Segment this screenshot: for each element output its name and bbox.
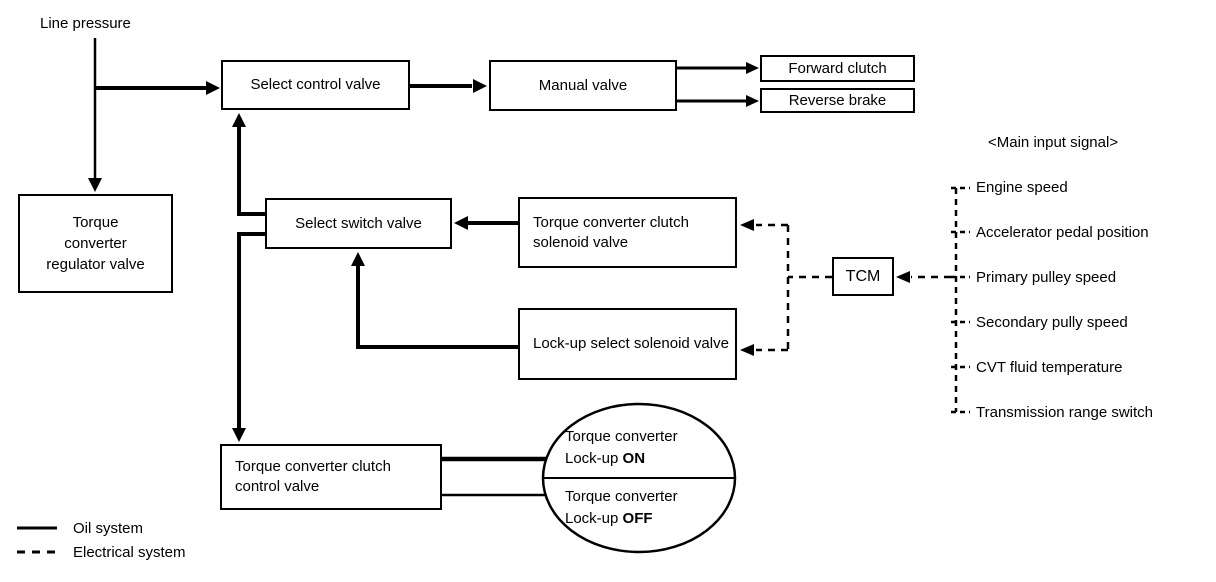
lockup-select-solenoid-valve-label: Lock-up select solenoid valve (533, 335, 729, 352)
arrowhead-down-tcc-control (232, 428, 246, 442)
legend-electrical-system: Electrical system (16, 540, 186, 564)
input-signal-transmission-range-switch: Transmission range switch (976, 404, 1154, 421)
arrowhead-down-regulator (88, 178, 102, 192)
lockup-on-line1: Torque converter (565, 428, 678, 445)
oil-line-switch-to-tcc-control (237, 232, 266, 429)
select-switch-valve-box: Select switch valve (265, 198, 452, 249)
arrowheads (88, 62, 910, 442)
lockup-off-state: OFF (622, 510, 653, 527)
oil-lines (93, 38, 746, 497)
legend-electrical-label: Electrical system (73, 543, 186, 561)
lockup-off-line1: Torque converter (565, 488, 678, 505)
reverse-brake-label: Reverse brake (788, 91, 887, 109)
manual-valve-box: Manual valve (489, 60, 677, 111)
input-signal-secondary-pully-speed: Secondary pully speed (976, 314, 1128, 331)
arrowhead-left-select-switch (454, 216, 468, 230)
legend-oil-system: Oil system (16, 516, 186, 540)
lockup-off-line2: Lock-up OFF (565, 510, 653, 527)
dashed-line-swatch (16, 549, 58, 555)
arrowhead-left-tcc-solenoid (740, 219, 754, 231)
torque-converter-regulator-valve-box: Torque converter regulator valve (18, 194, 173, 293)
torque-converter-clutch-solenoid-valve-box: Torque converter clutch solenoid valve (518, 197, 737, 268)
legend: Oil system Electrical system (16, 516, 186, 564)
line-pressure-label: Line pressure (40, 15, 131, 32)
oil-line-switch-to-control (237, 127, 266, 216)
manual-valve-label: Manual valve (538, 76, 628, 94)
lockup-on-line2: Lock-up ON (565, 450, 646, 467)
lockup-state-ellipse (541, 402, 737, 554)
reverse-brake-box: Reverse brake (760, 88, 915, 113)
torque-converter-clutch-solenoid-valve-label: Torque converter clutch solenoid valve (533, 213, 689, 251)
select-control-valve-box: Select control valve (221, 60, 410, 110)
solid-line-swatch (16, 525, 58, 531)
forward-clutch-label: Forward clutch (788, 59, 887, 77)
tcm-label: TCM (845, 267, 881, 285)
main-input-signal-title: <Main input signal> (988, 134, 1119, 151)
lockup-select-solenoid-valve-box: Lock-up select solenoid valve (518, 308, 737, 380)
arrowhead-left-lockup-solenoid (740, 344, 754, 356)
arrowhead-right-select-control (206, 81, 220, 95)
lockup-on-state: ON (622, 450, 646, 467)
select-switch-valve-label: Select switch valve (295, 214, 422, 232)
forward-clutch-box: Forward clutch (760, 55, 915, 82)
arrowhead-right-reverse-brake (746, 95, 759, 107)
arrowhead-up-select-switch (351, 252, 365, 266)
torque-converter-clutch-control-valve-box: Torque converter clutch control valve (220, 444, 442, 510)
electrical-lines (756, 186, 970, 414)
arrowhead-up-select-control (232, 113, 246, 127)
input-signal-engine-speed: Engine speed (976, 179, 1068, 196)
oil-line-lockup-to-switch (356, 266, 518, 349)
arrowhead-right-forward-clutch (746, 62, 759, 74)
lockup-on-text: Torque converter Lock-up ON (565, 426, 678, 470)
lockup-off-text: Torque converter Lock-up OFF (565, 486, 678, 530)
select-control-valve-label: Select control valve (250, 76, 381, 93)
arrowhead-right-manual (473, 79, 487, 93)
legend-oil-label: Oil system (73, 519, 144, 537)
input-signal-primary-pulley-speed: Primary pulley speed (976, 269, 1117, 286)
arrowhead-left-tcm (896, 271, 910, 283)
input-signal-cvt-fluid-temperature: CVT fluid temperature (976, 359, 1123, 376)
torque-converter-regulator-valve-label: Torque converter regulator valve (46, 214, 145, 273)
torque-converter-clutch-control-valve-label: Torque converter clutch control valve (235, 458, 391, 495)
tcm-box: TCM (832, 257, 894, 296)
input-signal-accelerator-pedal-position: Accelerator pedal position (976, 224, 1149, 241)
